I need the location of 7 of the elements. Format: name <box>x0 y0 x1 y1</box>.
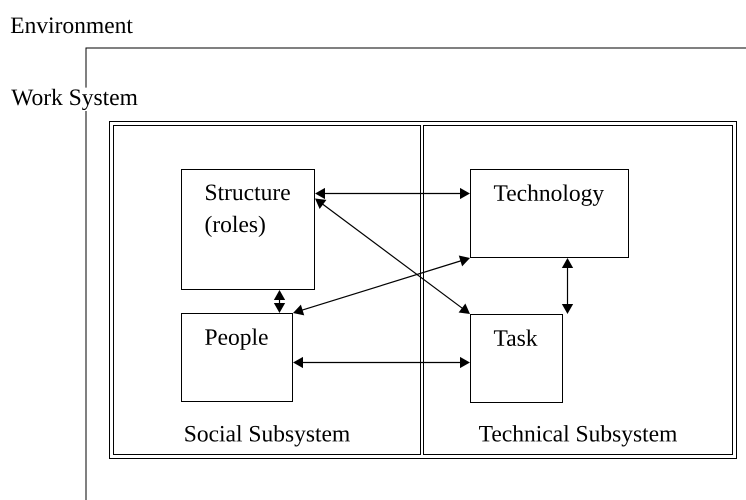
heading: Work System <box>10 88 139 112</box>
box: Technology <box>470 169 629 258</box>
box: People <box>181 312 293 402</box>
arrow <box>315 198 470 314</box>
box: Structure (roles) <box>181 169 315 290</box>
heading: Environment <box>10 17 133 34</box>
box: Task <box>470 314 563 403</box>
